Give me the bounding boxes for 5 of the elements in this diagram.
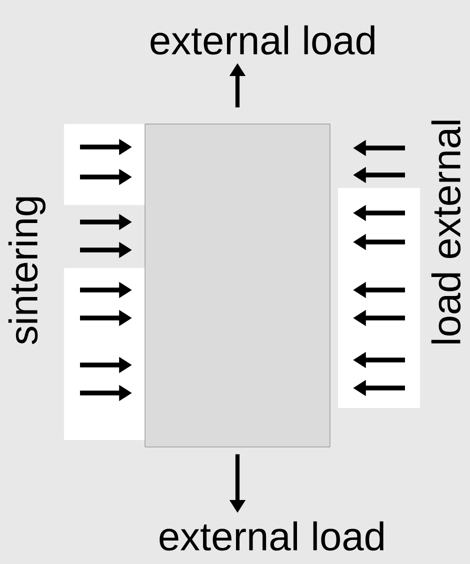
side-label: sintering (8, 197, 46, 344)
load-label: external load (160, 521, 384, 551)
load-label: external load (150, 25, 374, 55)
sample-block (144, 124, 330, 448)
side-label: load external (431, 120, 461, 344)
